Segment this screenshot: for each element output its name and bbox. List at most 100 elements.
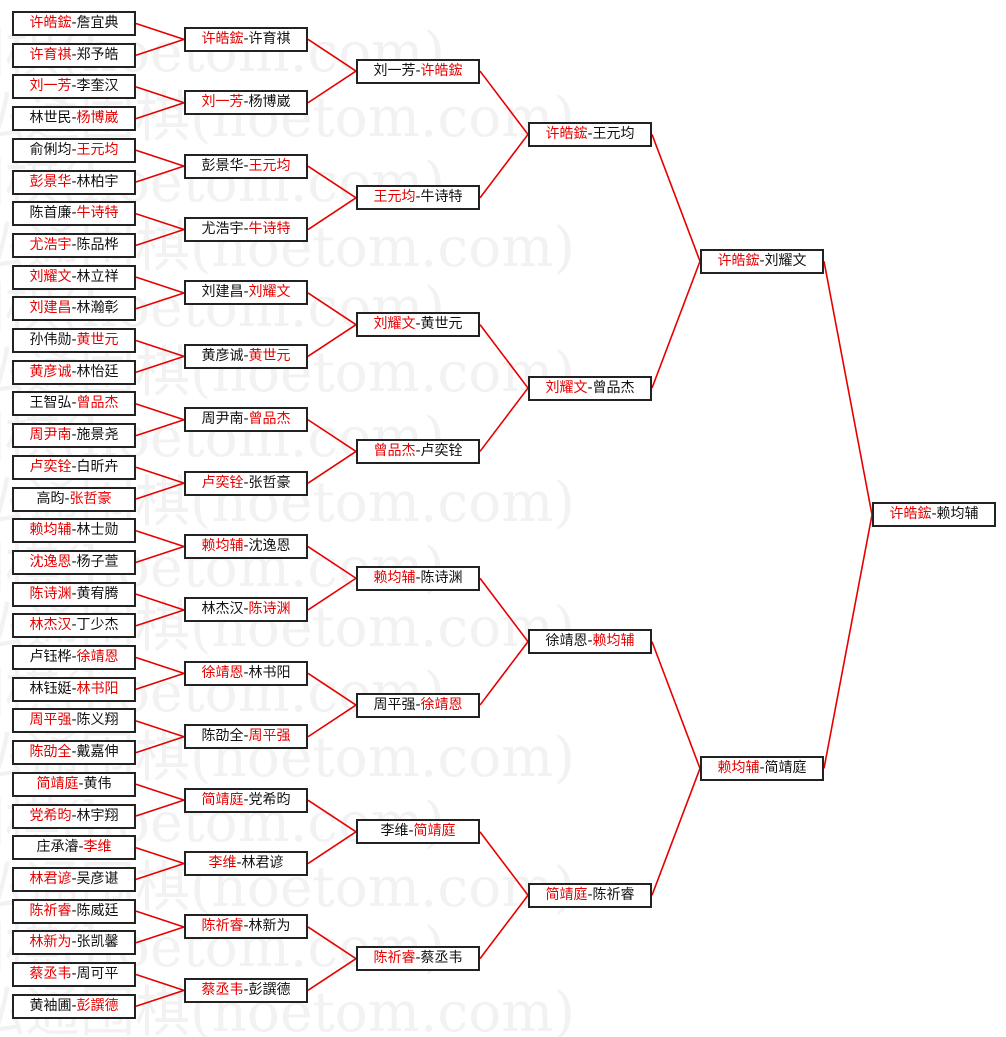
separator: - xyxy=(243,728,249,745)
winner-name: 刘一芳 xyxy=(201,94,244,111)
player-name: 詹宜典 xyxy=(76,15,119,31)
separator: - xyxy=(587,125,593,142)
match-box: 周平强-徐靖恩 xyxy=(356,692,480,718)
winner-name: 陈劭全 xyxy=(29,744,72,761)
separator: - xyxy=(71,649,77,665)
match-box: 刘一芳-杨博崴 xyxy=(184,90,308,116)
bracket-connector xyxy=(135,418,185,437)
winner-name: 赖均辅 xyxy=(717,759,760,776)
player-name: 刘建昌 xyxy=(201,284,244,301)
player-name: 陈品桦 xyxy=(76,236,119,253)
bracket-connector xyxy=(479,70,529,135)
winner-name: 林书阳 xyxy=(76,680,119,697)
match-box: 王智弘-曾品杰 xyxy=(12,391,136,417)
separator: - xyxy=(71,458,77,475)
match-box: 陈劭全-周平强 xyxy=(184,724,308,750)
player-name: 张哲豪 xyxy=(248,474,291,491)
separator: - xyxy=(71,744,77,761)
match-box: 林杰汉-陈诗渊 xyxy=(184,597,308,623)
bracket-connector xyxy=(135,339,185,358)
separator: - xyxy=(71,966,77,982)
match-box: 卢钰桦-徐靖恩 xyxy=(12,645,136,670)
player-name: 李维 xyxy=(380,823,409,840)
winner-name: 刘耀文 xyxy=(248,284,291,301)
match-box: 周平强-陈义翔 xyxy=(12,708,136,734)
match-box: 周尹南-曾品杰 xyxy=(184,407,308,433)
player-name: 赖均辅 xyxy=(936,506,979,523)
separator: - xyxy=(243,157,249,174)
player-name: 黄袖圃 xyxy=(29,997,72,1014)
separator: - xyxy=(408,823,414,840)
match-box: 庄承濬-李维 xyxy=(12,835,136,861)
match-box: 彭景华-王元均 xyxy=(184,153,308,179)
bracket-connector xyxy=(479,894,529,960)
winner-name: 许皓鋐 xyxy=(889,506,932,523)
bracket-connector xyxy=(135,799,185,817)
player-name: 张凯馨 xyxy=(76,934,119,951)
winner-name: 林君谚 xyxy=(29,870,72,887)
match-box: 俞俐均-王元均 xyxy=(12,137,136,163)
match-box: 许皓鋐-赖均辅 xyxy=(872,502,996,528)
separator: - xyxy=(71,110,77,127)
winner-name: 黄彦诚 xyxy=(29,363,72,380)
winner-name: 陈诗渊 xyxy=(29,585,72,602)
bracket-connector xyxy=(135,276,185,294)
winner-name: 赖均辅 xyxy=(201,538,244,555)
bracket-connector xyxy=(135,910,185,928)
winner-name: 刘一芳 xyxy=(29,78,72,95)
player-name: 林怡廷 xyxy=(76,363,119,380)
winner-name: 周尹南 xyxy=(29,427,72,444)
player-name: 杨子萱 xyxy=(76,553,119,570)
separator: - xyxy=(243,221,249,238)
player-name: 彭譔德 xyxy=(248,981,291,998)
separator: - xyxy=(71,15,77,31)
separator: - xyxy=(415,950,421,967)
winner-name: 刘耀文 xyxy=(29,268,72,285)
winner-name: 卢奕铨 xyxy=(29,458,72,475)
match-box: 简靖庭-陈祈睿 xyxy=(528,882,652,908)
player-name: 施景尧 xyxy=(76,427,119,444)
winner-name: 尤浩宇 xyxy=(29,236,72,253)
bracket-connector xyxy=(135,672,185,690)
player-name: 刘耀文 xyxy=(764,252,807,269)
match-box: 黄彦诚-黄世元 xyxy=(184,343,308,369)
winner-name: 李维 xyxy=(83,839,112,856)
bracket-connector xyxy=(135,862,185,881)
match-box: 许皓鋐-刘耀文 xyxy=(700,248,824,274)
match-box: 王元均-牛诗特 xyxy=(356,185,480,211)
bracket-connector xyxy=(135,292,185,310)
match-box: 简靖庭-党希昀 xyxy=(184,787,308,813)
separator: - xyxy=(243,664,249,681)
player-name: 郑予皓 xyxy=(76,46,119,63)
bracket-connector xyxy=(479,387,529,452)
winner-name: 曾品杰 xyxy=(373,442,416,459)
match-box: 黄袖圃-彭譔德 xyxy=(12,993,136,1019)
bracket-connector xyxy=(135,86,185,104)
player-name: 黄彦诚 xyxy=(201,347,244,364)
player-name: 简靖庭 xyxy=(764,759,807,776)
winner-name: 刘耀文 xyxy=(373,316,416,333)
player-name: 陈首廉 xyxy=(29,205,72,222)
player-name: 林钰娗 xyxy=(29,680,72,697)
player-name: 蔡丞韦 xyxy=(420,950,463,967)
separator: - xyxy=(759,759,765,776)
player-name: 林瀚彰 xyxy=(76,300,119,317)
winner-name: 蔡丞韦 xyxy=(29,966,72,982)
separator: - xyxy=(71,236,77,253)
player-name: 林柏宇 xyxy=(76,173,119,190)
separator: - xyxy=(415,569,421,586)
winner-name: 周平强 xyxy=(248,728,291,745)
match-box: 简靖庭-黄伟 xyxy=(12,771,136,797)
bracket-connector xyxy=(135,926,185,944)
player-name: 曾品杰 xyxy=(592,379,635,396)
match-box: 蔡丞韦-周可平 xyxy=(12,962,136,987)
separator: - xyxy=(78,775,84,792)
bracket-connector xyxy=(135,735,185,754)
match-box: 林世民-杨博崴 xyxy=(12,106,136,132)
separator: - xyxy=(243,601,249,618)
player-name: 陈劭全 xyxy=(201,728,244,745)
player-name: 刘一芳 xyxy=(373,62,416,79)
bracket-connector xyxy=(307,197,357,231)
winner-name: 曾品杰 xyxy=(248,411,291,428)
bracket-connector xyxy=(479,831,529,896)
